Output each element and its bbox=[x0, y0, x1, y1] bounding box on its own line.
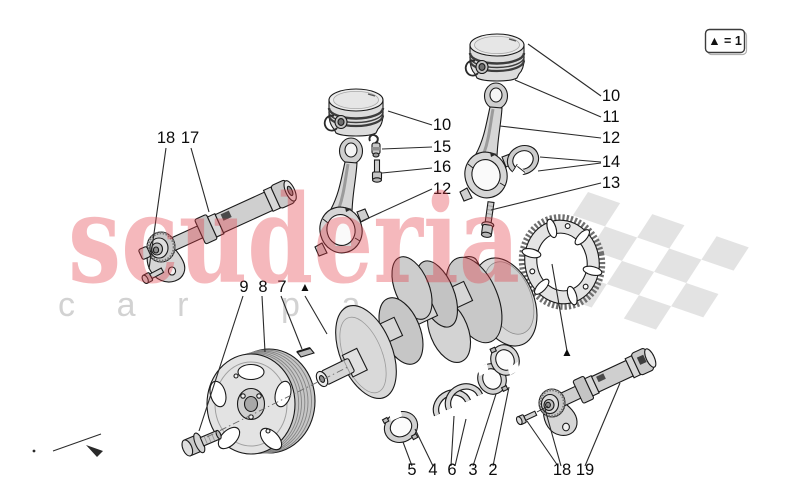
callout-pulley-bolt: 9 bbox=[239, 278, 248, 296]
callout-crankshaft-marker: ▲ bbox=[299, 280, 311, 294]
callout-bearing-4: 4 bbox=[428, 461, 437, 479]
callout-bearing-5: 5 bbox=[407, 461, 416, 479]
callout-gear-marker: ▲ bbox=[561, 345, 573, 359]
callout-left-shaft-bolt: 18 bbox=[157, 129, 175, 147]
balance-shaft-left bbox=[138, 179, 297, 283]
piston-left bbox=[323, 88, 385, 137]
callout-bearing-3: 3 bbox=[468, 461, 477, 479]
woodruff-key bbox=[296, 347, 315, 358]
callout-rod-left: 12 bbox=[433, 180, 451, 198]
callout-piston-right: 10 bbox=[602, 87, 620, 105]
timing-gear bbox=[518, 214, 606, 310]
piston-right bbox=[464, 32, 526, 83]
callout-right-balance-shaft: 19 bbox=[576, 461, 594, 479]
corner-mark bbox=[32, 433, 103, 457]
balance-shaft-bolt-right bbox=[515, 405, 549, 426]
balance-shaft-right bbox=[538, 348, 657, 436]
rod-bolt bbox=[480, 201, 495, 238]
main-bearing-washers bbox=[432, 383, 483, 417]
leader-lines bbox=[148, 43, 621, 467]
callout-right-shaft-bolt: 18 bbox=[553, 461, 571, 479]
callout-oil-jet-bolt: 16 bbox=[433, 158, 451, 176]
oil-jet-bolt bbox=[371, 159, 383, 183]
callout-bearing-2: 2 bbox=[488, 461, 497, 479]
legend-label: ▲ = 1 bbox=[708, 34, 742, 48]
callout-piston-rings: 11 bbox=[602, 108, 619, 126]
pulley-centerline bbox=[206, 365, 351, 438]
main-bearing-rear bbox=[477, 344, 520, 395]
callout-pulley: 8 bbox=[258, 278, 267, 296]
crankshaft bbox=[315, 256, 538, 400]
crankshaft-pulley bbox=[206, 348, 316, 455]
callout-woodruff-key: 7 bbox=[277, 278, 286, 296]
callout-rod-bolt: 13 bbox=[602, 174, 620, 192]
callout-piston-left: 10 bbox=[433, 116, 451, 134]
oil-jet bbox=[368, 133, 381, 158]
callout-rod-right: 12 bbox=[602, 129, 620, 147]
callout-oil-jet: 15 bbox=[433, 138, 451, 156]
connecting-rod-left bbox=[314, 137, 370, 257]
callout-bearing-6: 6 bbox=[447, 461, 456, 479]
legend-box: ▲ = 1 bbox=[704, 28, 748, 56]
watermark-title: scuderia bbox=[68, 167, 520, 311]
callout-rod-bearings: 14 bbox=[602, 153, 620, 171]
main-bearing-front bbox=[381, 408, 419, 444]
callout-left-balance-shaft: 17 bbox=[181, 129, 199, 147]
balance-shaft-bolt-left bbox=[141, 267, 165, 285]
rod-bearing-shells bbox=[506, 144, 540, 179]
